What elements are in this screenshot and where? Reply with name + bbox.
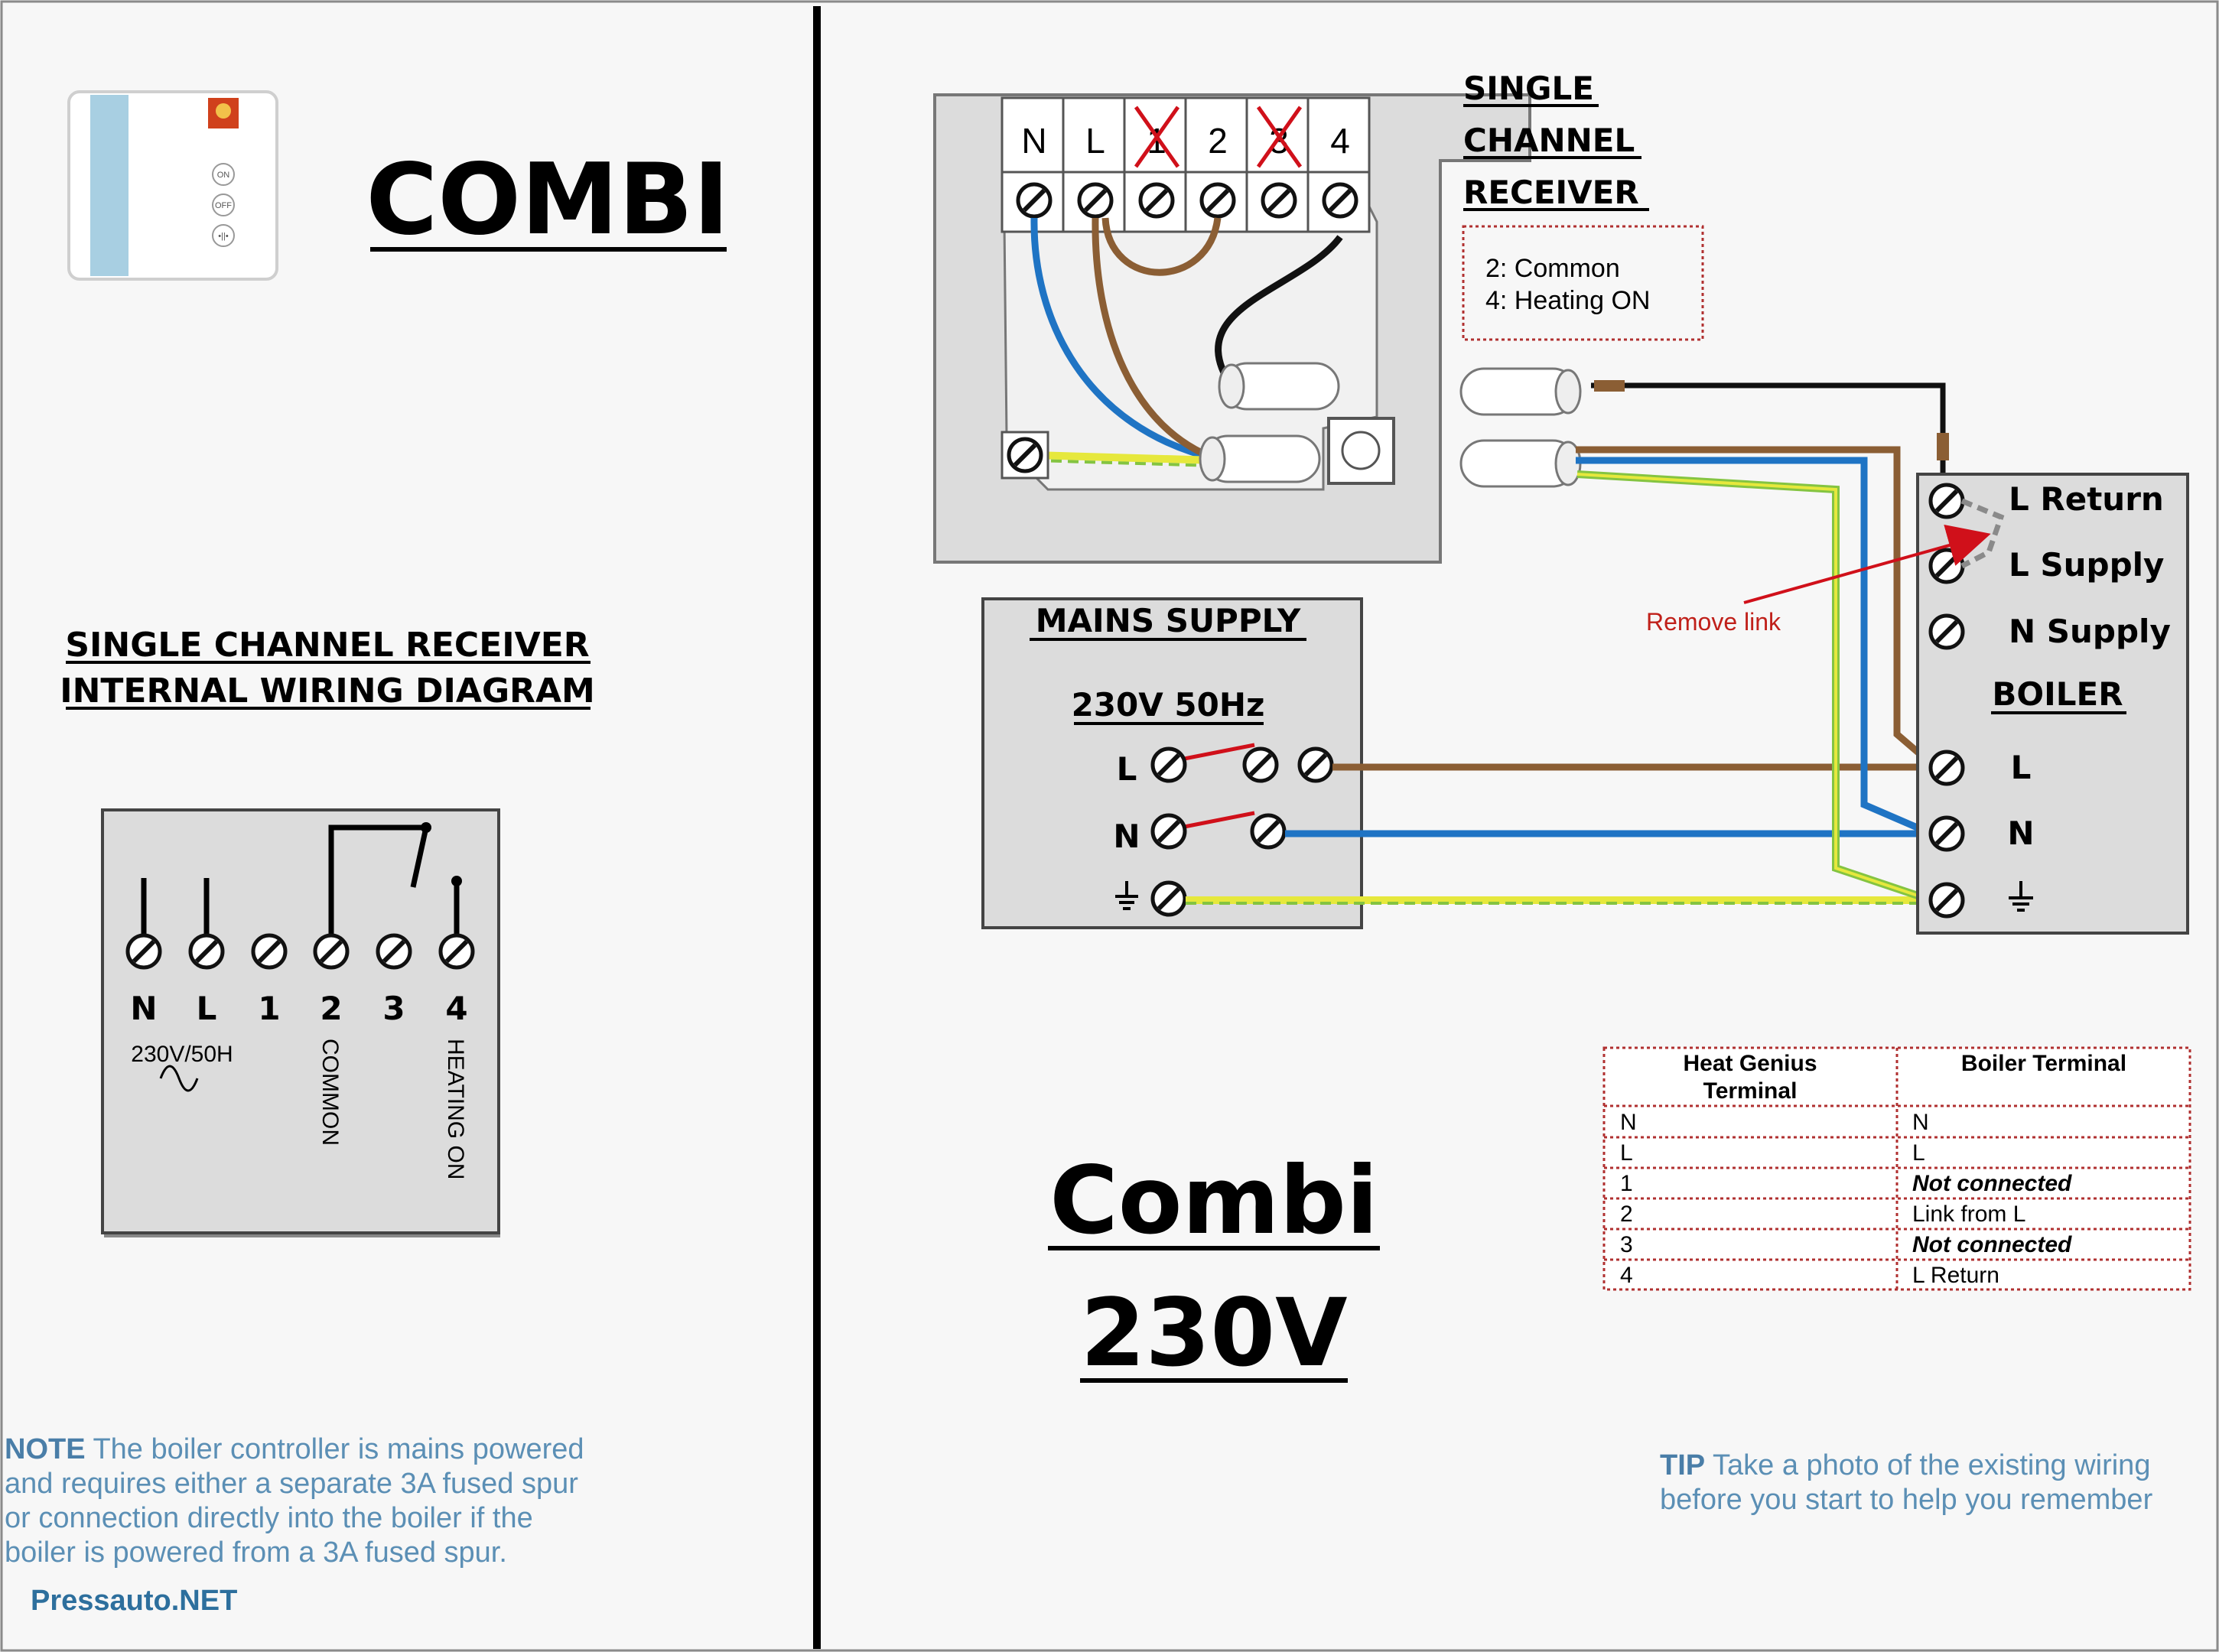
table-cell: Not connected xyxy=(1912,1232,2072,1257)
remove-link-arrow xyxy=(1743,524,1991,604)
internal-diagram-title-2: INTERNAL WIRING DIAGRAM xyxy=(60,672,595,711)
off-button-icon xyxy=(212,193,235,216)
svg-text:2: 2 xyxy=(1208,121,1228,161)
svg-text:ON: ON xyxy=(217,171,230,180)
table-cell: 4 xyxy=(1620,1263,1633,1288)
earth-icon xyxy=(2009,881,2033,912)
svg-text:N: N xyxy=(1021,121,1046,161)
heating-on-wire xyxy=(1591,382,1946,488)
svg-text:SINGLE: SINGLE xyxy=(1463,70,1594,107)
internal-diagram-title-1: SINGLE CHANNEL RECEIVER xyxy=(65,626,589,665)
cross-icon xyxy=(1256,106,1303,168)
svg-text:L: L xyxy=(197,990,217,1027)
combi-big-title: Combi xyxy=(1049,1146,1378,1255)
table-cell: L xyxy=(1912,1140,1925,1166)
cross-icon xyxy=(1134,106,1180,168)
svg-text:N Supply: N Supply xyxy=(2009,613,2171,650)
on-button-icon xyxy=(212,163,235,186)
svg-text:Terminal: Terminal xyxy=(1703,1078,1798,1104)
ac-sine-icon xyxy=(159,1065,199,1092)
svg-text:3: 3 xyxy=(382,990,405,1027)
table-cell: N xyxy=(1620,1110,1637,1135)
svg-text:L: L xyxy=(2011,749,2032,786)
pair-button-icon xyxy=(212,224,235,247)
earth-icon xyxy=(1115,881,1138,910)
svg-text:2: Common: 2: Common xyxy=(1485,254,1620,283)
svg-text:2: 2 xyxy=(320,990,342,1027)
terminal-4-icon xyxy=(441,935,473,967)
svg-text:CHANNEL: CHANNEL xyxy=(1463,122,1635,159)
external-connectors xyxy=(1459,367,1582,488)
terminal-3-icon xyxy=(378,935,410,967)
table-cell: N xyxy=(1912,1110,1929,1135)
svg-text:BOILER: BOILER xyxy=(1992,675,2123,713)
terminal-mapping-table: Heat Genius Terminal Boiler Terminal N N… xyxy=(1602,1046,2191,1291)
svg-text:4: 4 xyxy=(1330,121,1350,161)
svg-text:N: N xyxy=(130,990,157,1027)
table-header-heat-genius: Heat Genius xyxy=(1683,1051,1817,1076)
remove-link-label: Remove link xyxy=(1646,608,1781,636)
tip-paragraph: TIP Take a photo of the existing wiring … xyxy=(1660,1449,2153,1516)
table-cell: Link from L xyxy=(1912,1202,2025,1227)
combi-title: COMBI xyxy=(366,143,729,257)
thermostat-device: ON OFF •||• xyxy=(67,90,278,281)
svg-text:OFF: OFF xyxy=(215,201,232,210)
svg-text:L Return: L Return xyxy=(2009,480,2164,518)
svg-text:•||•: •||• xyxy=(218,232,229,241)
svg-text:4: Heating ON: 4: Heating ON xyxy=(1485,286,1650,315)
table-cell: L xyxy=(1620,1140,1633,1166)
single-channel-receiver-label: SINGLE CHANNEL RECEIVER xyxy=(1463,70,1649,211)
terminal-1-icon xyxy=(253,935,285,967)
svg-text:MAINS SUPPLY: MAINS SUPPLY xyxy=(1036,602,1301,639)
table-cell: 2 xyxy=(1620,1202,1633,1227)
note-paragraph: NOTE The boiler controller is mains powe… xyxy=(5,1433,584,1569)
site-credit: Pressauto.NET xyxy=(31,1585,238,1617)
supply-label: 230V/50H xyxy=(131,1042,233,1067)
table-cell: 3 xyxy=(1620,1232,1633,1257)
svg-text:N: N xyxy=(1113,818,1140,855)
terminal-legend: 2: Common 4: Heating ON xyxy=(1462,225,1704,341)
svg-text:L: L xyxy=(1117,750,1137,788)
common-label: COMMON xyxy=(317,1039,343,1146)
voltage-big-title: 230V xyxy=(1080,1279,1347,1387)
svg-text:L Supply: L Supply xyxy=(2009,546,2164,584)
svg-text:230V 50Hz: 230V 50Hz xyxy=(1072,686,1265,724)
table-cell: L Return xyxy=(1912,1263,1999,1288)
svg-text:RECEIVER: RECEIVER xyxy=(1463,174,1639,211)
svg-text:L: L xyxy=(1085,121,1105,161)
terminal-2-icon xyxy=(315,935,347,967)
svg-text:4: 4 xyxy=(445,990,467,1027)
svg-text:1: 1 xyxy=(258,990,280,1027)
terminal-n-icon xyxy=(128,935,160,967)
table-header-boiler: Boiler Terminal xyxy=(1961,1051,2126,1076)
heating-on-label: HEATING ON xyxy=(443,1039,468,1179)
svg-text:N: N xyxy=(2007,815,2034,852)
mains-supply-box: MAINS SUPPLY 230V 50Hz L N xyxy=(981,597,1363,929)
table-cell: 1 xyxy=(1620,1171,1633,1196)
internal-wiring-box: N L 1 2 3 4 230V/50H COMMON HEATING ON xyxy=(101,808,500,1237)
table-cell: Not connected xyxy=(1912,1171,2072,1196)
terminal-l-icon xyxy=(190,935,223,967)
receiver-backplate: N L 1 2 3 4 xyxy=(933,93,1531,564)
